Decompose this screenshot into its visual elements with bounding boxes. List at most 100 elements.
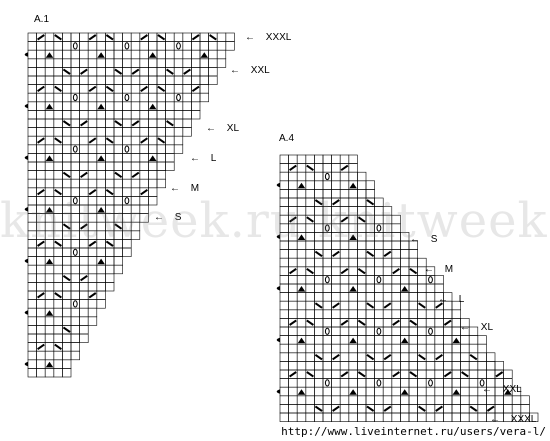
grid-cell [36, 307, 46, 318]
grid-cell [44, 67, 55, 77]
grid-cell [374, 352, 384, 362]
grid-cell [62, 213, 72, 223]
stitch-triangle-symbol [297, 389, 306, 395]
grid-cell [443, 343, 453, 354]
grid-cell [62, 256, 72, 266]
grid-cell [331, 206, 341, 216]
size-label: S [174, 212, 182, 223]
grid-cell [288, 189, 298, 199]
grid-cell [96, 118, 106, 128]
grid-cell [62, 75, 72, 85]
grid-cell [279, 266, 289, 276]
grid-cell [296, 378, 307, 388]
stitch-slash-symbol [409, 267, 418, 275]
grid-cell [279, 275, 289, 285]
grid-cell [148, 178, 158, 189]
grid-cell [425, 404, 436, 414]
grid-cell [279, 386, 289, 397]
grid-cell [331, 275, 341, 285]
grid-cell [199, 92, 209, 103]
grid-cell [503, 395, 513, 405]
grid-cell [425, 309, 436, 319]
stitch-slash-symbol [54, 240, 62, 247]
grid-cell [331, 189, 341, 199]
grid-cell [87, 316, 98, 326]
grid-cell [173, 101, 184, 111]
footer-url[interactable]: http://www.liveinternet.ru/users/vera-l/ [281, 425, 546, 438]
stitch-slash-symbol [418, 353, 426, 361]
grid-cell [53, 333, 63, 343]
stitch-slash-symbol [357, 267, 366, 275]
grid-cell [408, 386, 418, 397]
grid-cell [288, 352, 298, 362]
grid-cell [408, 361, 418, 371]
stitch-slash-symbol [37, 240, 45, 247]
grid-cell [425, 369, 436, 379]
grid-cell [87, 110, 98, 120]
grid-cell [105, 170, 115, 180]
grid-cell [451, 352, 461, 362]
stitch-slash-symbol [418, 302, 426, 309]
grid-cell [391, 232, 401, 242]
stitch-slash-symbol [37, 85, 45, 93]
grid-cell [36, 204, 46, 214]
grid-cell [148, 75, 158, 85]
grid-cell [130, 178, 141, 189]
stitch-slash-symbol [340, 216, 349, 223]
grid-cell [79, 187, 89, 197]
grid-cell [357, 275, 367, 285]
grid-cell [70, 161, 80, 171]
grid-cell [382, 283, 393, 293]
grid-cell [365, 412, 375, 422]
grid-cell [191, 58, 201, 68]
grid-cell [288, 240, 298, 250]
grid-cell [400, 257, 410, 268]
grid-cell [279, 257, 289, 268]
grid-cell [148, 144, 158, 154]
grid-cell [36, 67, 46, 77]
stitch-slash-symbol [366, 353, 375, 361]
grid-cell [62, 101, 72, 111]
grid-cell [400, 343, 410, 354]
stitch-triangle-symbol [97, 207, 105, 213]
grid-cell [331, 309, 341, 319]
grid-cell [357, 206, 367, 216]
stitch-slash-symbol [495, 371, 504, 378]
grid-cell [348, 300, 358, 311]
grid-cell [87, 170, 98, 180]
grid-cell [36, 325, 46, 335]
grid-cell [374, 404, 384, 414]
grid-cell [156, 178, 166, 189]
grid-cell [296, 412, 307, 422]
grid-cell [400, 232, 410, 242]
grid-cell [70, 118, 80, 128]
grid-cell [339, 283, 350, 293]
grid-cell [417, 361, 427, 371]
stitch-slash-symbol [306, 216, 314, 223]
stitch-slash-symbol [289, 267, 297, 275]
arrow-left-icon: ← [245, 32, 255, 43]
grid-cell [434, 326, 444, 336]
grid-cell [348, 292, 358, 302]
grid-cell [408, 309, 418, 319]
grid-cell [96, 290, 106, 300]
chart-a1-title: A.1 [34, 14, 50, 25]
grid-cell [400, 395, 410, 405]
grid-cell [357, 361, 367, 371]
grid-cell [173, 135, 184, 146]
grid-cell [408, 257, 418, 268]
grid-cell [199, 58, 209, 68]
grid-cell [339, 395, 350, 405]
grid-cell [27, 342, 37, 352]
grid-cell [62, 359, 72, 369]
grid-cell [79, 178, 89, 189]
grid-cell [105, 247, 115, 257]
grid-cell [36, 118, 46, 128]
grid-cell [87, 204, 98, 214]
grid-cell [62, 127, 72, 137]
stitch-slash-symbol [392, 371, 400, 378]
grid-cell [44, 342, 55, 352]
stitch-slash-symbol [114, 223, 123, 230]
stitch-edge-symbol [24, 258, 28, 264]
grid-cell [400, 292, 410, 302]
